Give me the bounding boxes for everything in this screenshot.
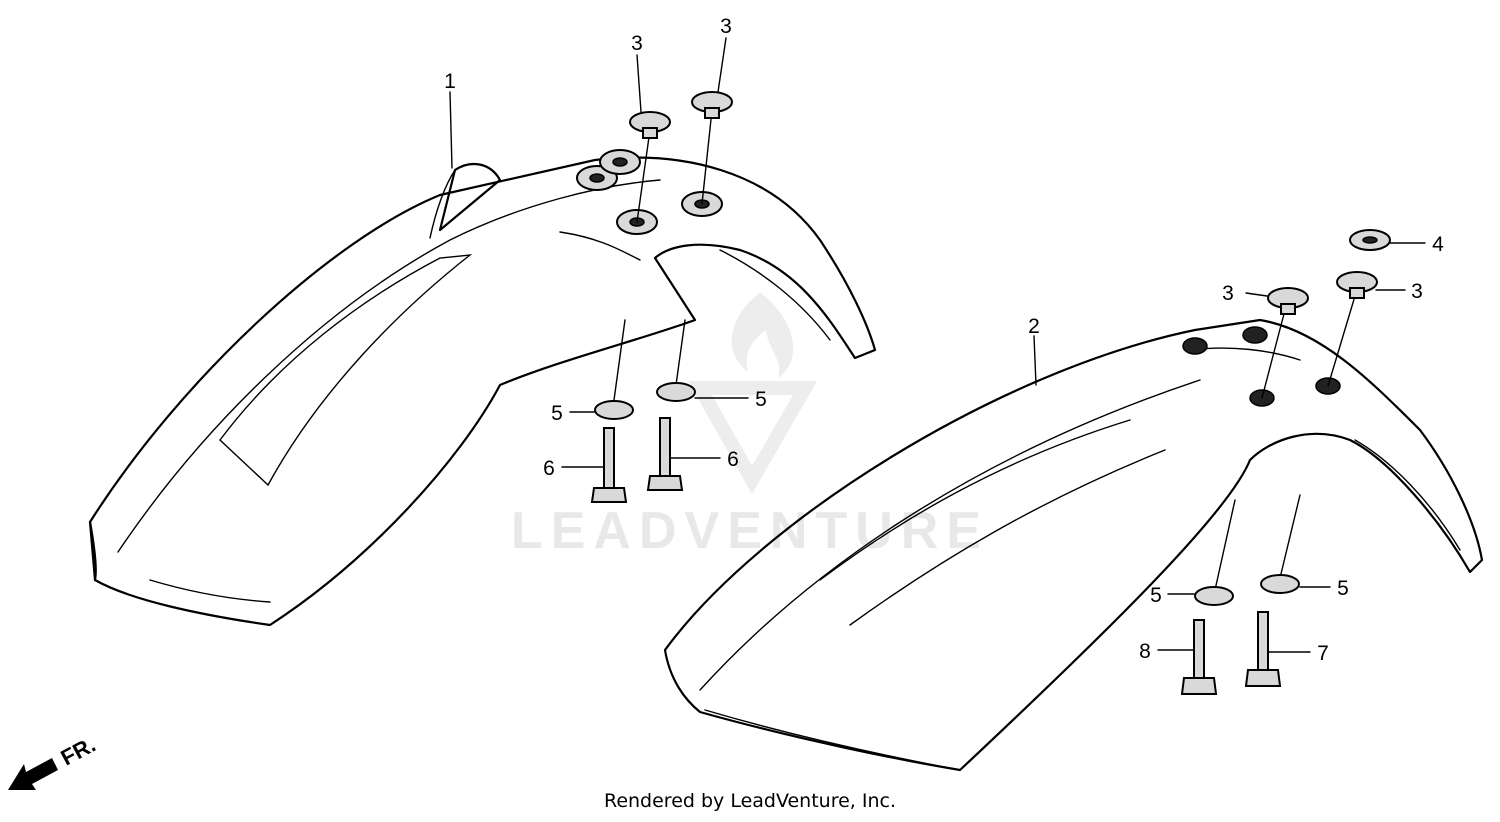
front-direction-marker: FR. <box>8 732 100 790</box>
washer-left-2 <box>656 382 696 402</box>
leader-lines <box>449 37 1426 653</box>
left-hardware <box>590 91 733 503</box>
washer-right-2 <box>1260 574 1300 594</box>
bolt-7 <box>1244 611 1282 687</box>
callout-5a: 5 <box>551 402 563 425</box>
right-fender <box>663 318 1484 772</box>
callout-labels: 1 2 3 3 3 3 4 5 5 5 5 6 6 7 8 <box>444 15 1444 665</box>
front-arrow-icon <box>8 758 58 790</box>
front-direction-label: FR. <box>57 732 100 771</box>
bolt-8 <box>1180 619 1218 695</box>
callout-7: 7 <box>1317 642 1329 665</box>
callout-6a: 6 <box>543 457 555 480</box>
callout-6b: 6 <box>727 448 739 471</box>
right-hardware <box>1180 229 1391 695</box>
washer-right-1 <box>1194 586 1234 606</box>
callout-3d: 3 <box>1411 280 1423 303</box>
callout-2: 2 <box>1028 315 1040 338</box>
callout-5d: 5 <box>1337 577 1349 600</box>
callout-5c: 5 <box>1150 584 1162 607</box>
callout-8: 8 <box>1139 640 1151 663</box>
callout-3b: 3 <box>720 15 732 38</box>
callout-1: 1 <box>444 70 456 93</box>
footer-credit: Rendered by LeadVenture, Inc. <box>603 790 897 812</box>
watermark-text: LEADVENTURE <box>511 502 989 560</box>
bolt-left-2 <box>646 417 684 491</box>
washer-left-1 <box>594 400 634 420</box>
callout-5b: 5 <box>755 388 767 411</box>
callout-3a: 3 <box>631 32 643 55</box>
watermark-logo: LEADVENTURE <box>511 292 989 560</box>
callout-4: 4 <box>1432 233 1444 256</box>
bolt-left-1 <box>590 427 628 503</box>
callout-3c: 3 <box>1222 282 1234 305</box>
